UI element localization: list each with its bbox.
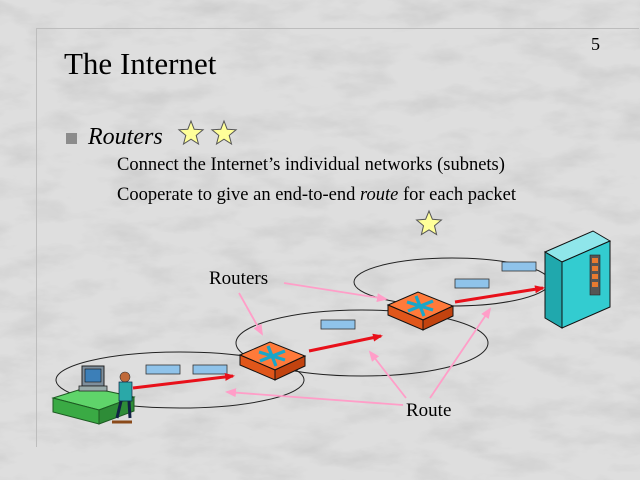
sub-bullet-2: Cooperate to give an end-to-end route fo… <box>117 185 516 206</box>
packet-icon <box>192 364 228 375</box>
router-icon <box>386 291 455 331</box>
route-label: Route <box>406 400 452 421</box>
slide-frame <box>36 28 639 447</box>
route-callout-arrow <box>429 307 492 399</box>
server-icon <box>543 230 612 329</box>
route-arrow <box>308 333 383 353</box>
bullet-heading: Routers <box>88 124 163 150</box>
route-arrow <box>454 285 545 304</box>
routers-callout-arrow <box>238 292 263 336</box>
route-callout-arrow <box>225 388 404 406</box>
star-icon <box>177 119 205 146</box>
routers-label: Routers <box>209 268 269 289</box>
sub-bullet-2-before: Cooperate to give an end-to-end <box>117 185 360 205</box>
subnet-ellipse <box>235 309 489 377</box>
workstation-icon <box>51 365 136 425</box>
star-icon <box>415 209 443 236</box>
packet-icon <box>454 278 490 289</box>
packet-icon <box>145 364 181 375</box>
sub-bullet-2-after: for each packet <box>398 185 516 205</box>
route-callout-arrow <box>368 350 407 399</box>
routers-callout-arrow <box>283 282 388 303</box>
packet-icon <box>320 319 356 330</box>
route-arrow <box>132 372 235 390</box>
star-icon <box>210 119 238 146</box>
router-icon <box>238 341 307 381</box>
sub-bullet-1: Connect the Internet’s individual networ… <box>117 155 505 175</box>
slide-title: The Internet <box>64 46 217 81</box>
page-number: 5 <box>591 34 600 54</box>
route-emphasis: route <box>359 185 399 205</box>
packet-icon <box>501 261 537 272</box>
bullet-marker <box>66 133 77 144</box>
subnet-ellipse <box>55 351 305 409</box>
